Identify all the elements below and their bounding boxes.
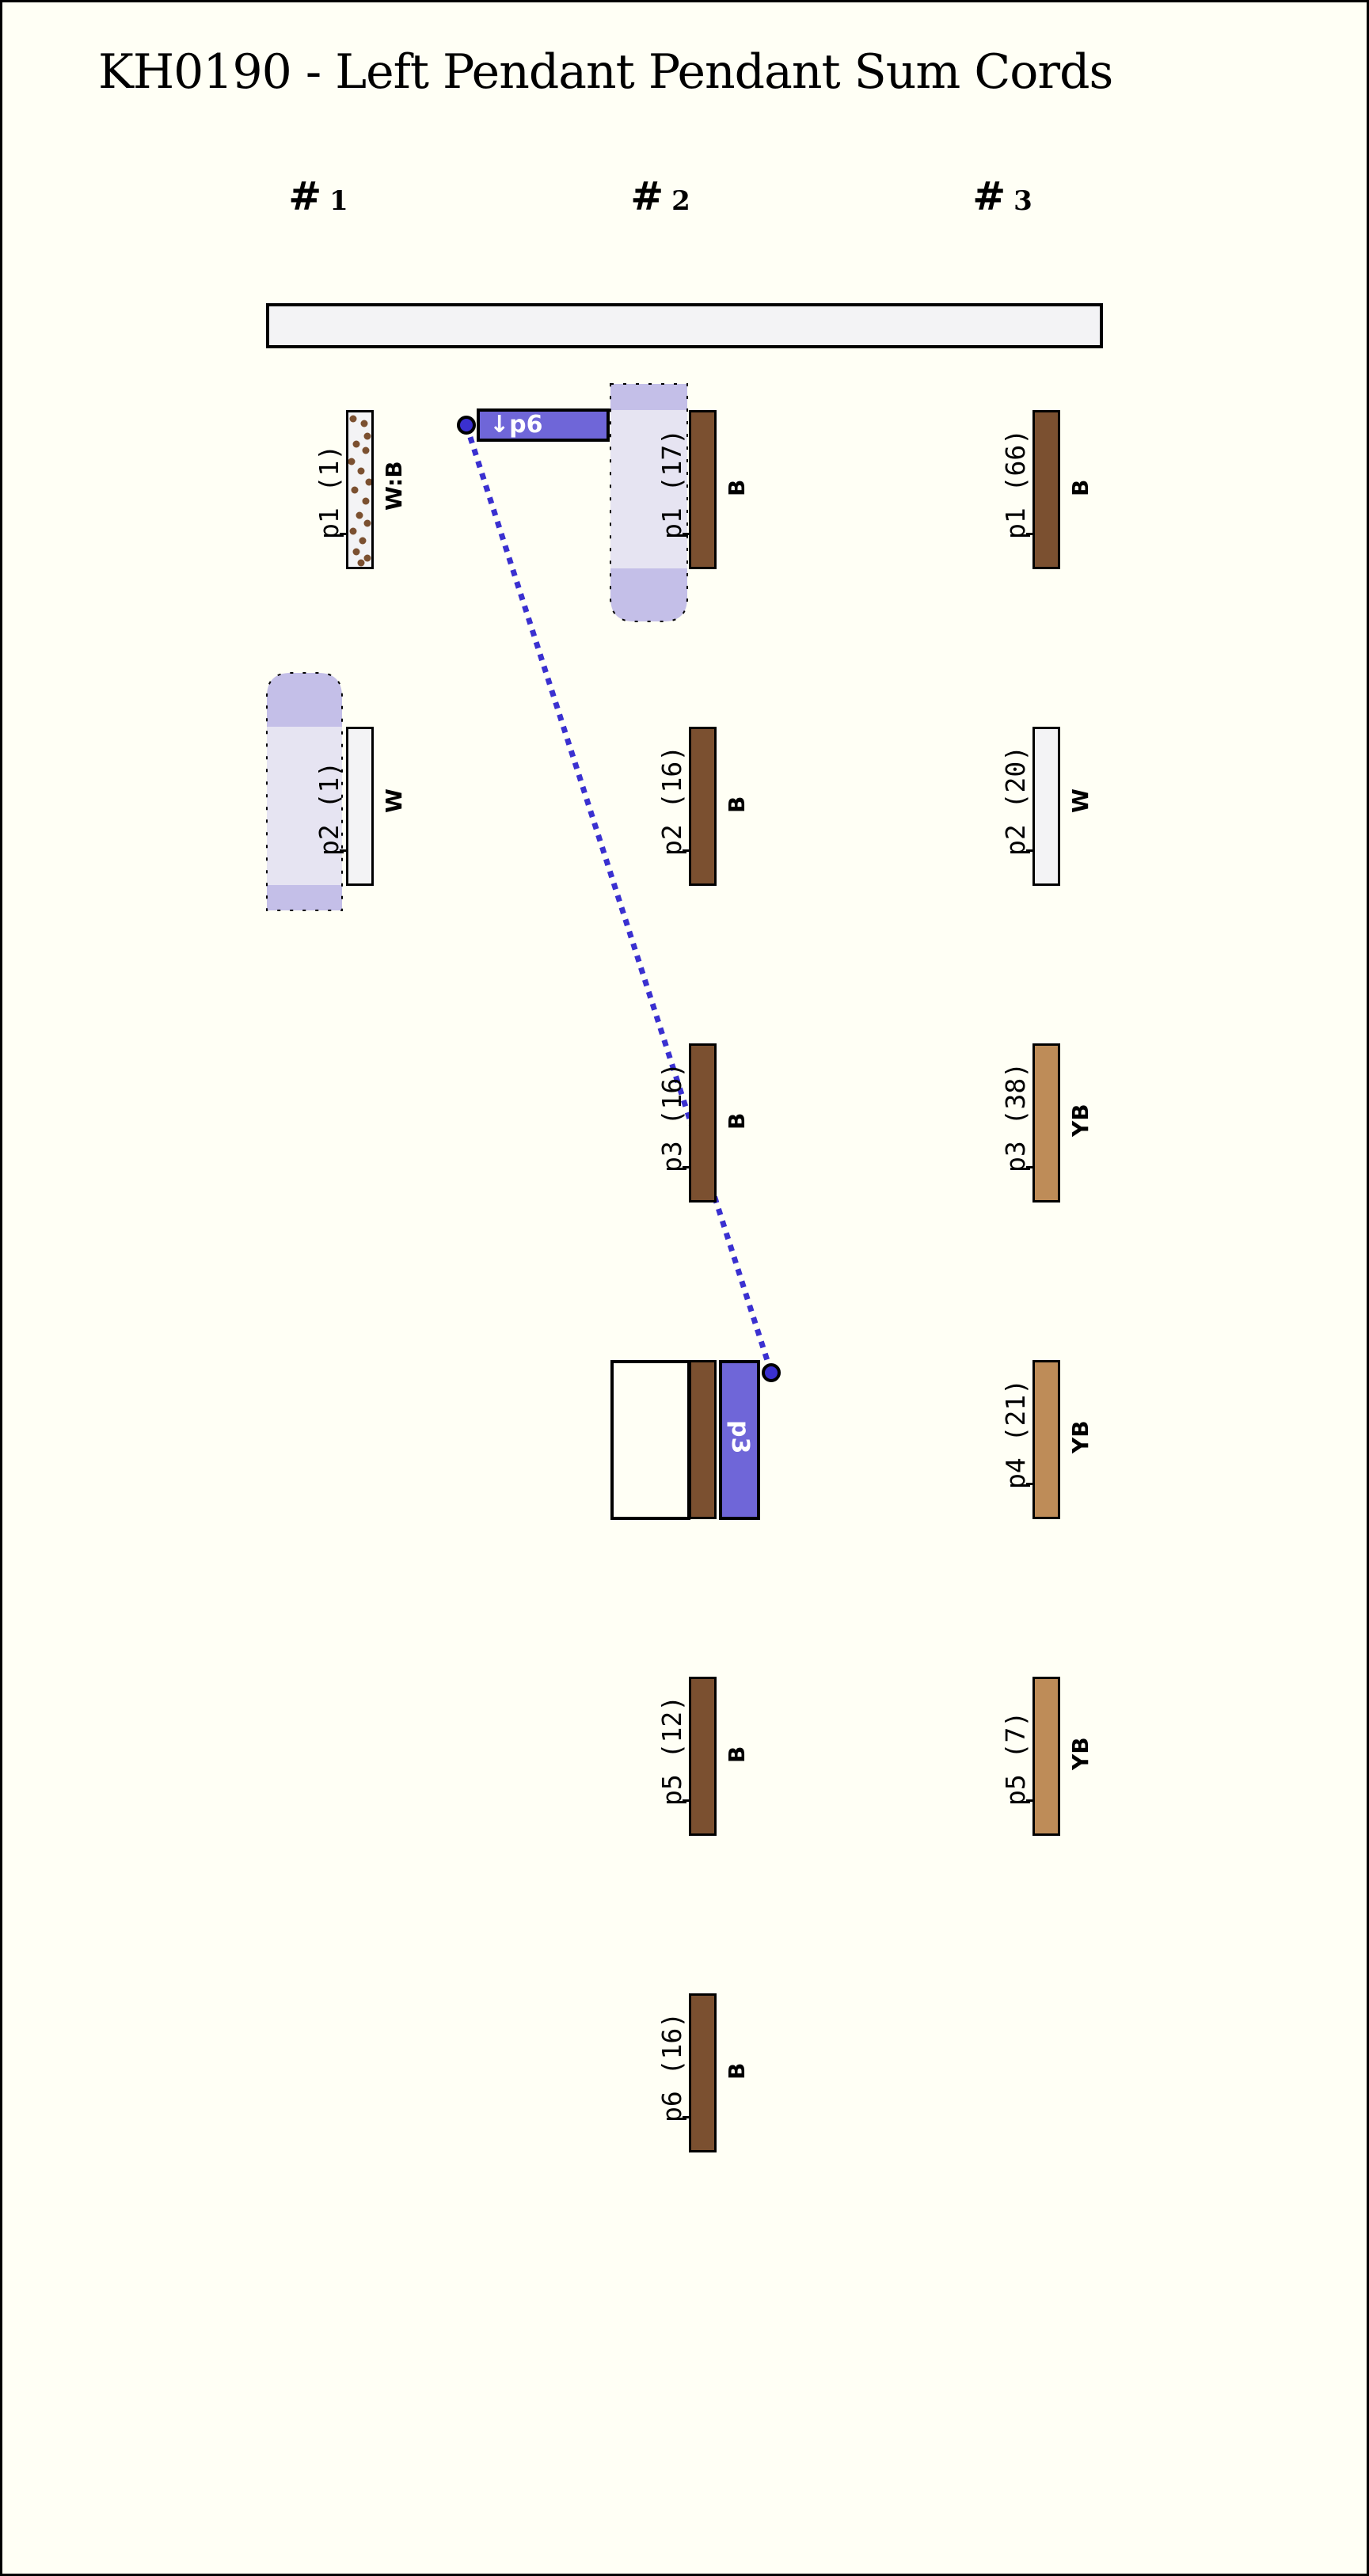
pendant-cord[interactable]	[1032, 1043, 1060, 1203]
mottle-spot	[365, 478, 371, 486]
color-code-label: W:B	[381, 461, 407, 511]
color-code-label: YB	[1067, 1737, 1093, 1770]
column-hash: #	[288, 173, 322, 219]
label-tick	[1026, 533, 1032, 535]
label-tick	[1026, 1799, 1032, 1802]
group-overlay-top-band	[610, 384, 687, 410]
group-overlay-top-band	[267, 673, 342, 727]
primary-cord-bar	[266, 303, 1103, 348]
color-code-label: W	[381, 788, 407, 813]
pendant-cord[interactable]	[1032, 727, 1060, 886]
pendant-cord[interactable]	[689, 1043, 717, 1203]
pendant-cord[interactable]	[689, 1677, 717, 1836]
group-overlay-bottom-band	[610, 568, 687, 621]
cord-label: p2 (16)	[656, 745, 687, 856]
column-header-3: #3	[939, 173, 1066, 219]
label-tick	[683, 2116, 689, 2118]
cord-label: p5 (7)	[1000, 1711, 1031, 1806]
cord-label: p3 (16)	[656, 1062, 687, 1172]
group-overlay-middle	[610, 410, 687, 568]
pendant-cord[interactable]	[1032, 1360, 1060, 1519]
column-hash: #	[972, 173, 1006, 219]
column-number: 3	[1013, 185, 1032, 217]
column-number: 1	[329, 185, 348, 217]
cord-label: p1 (17)	[656, 428, 687, 539]
label-tick	[1026, 849, 1032, 852]
cord-label: p1 (66)	[1000, 428, 1031, 539]
label-tick	[1026, 1166, 1032, 1168]
label-tick	[683, 533, 689, 535]
mottle-spot	[352, 548, 360, 556]
color-code-label: B	[724, 1112, 750, 1130]
cord-label: p4 (21)	[1000, 1378, 1031, 1489]
mottle-spot	[351, 486, 359, 494]
color-code-label: YB	[1067, 1104, 1093, 1137]
pendant-cord[interactable]	[689, 410, 717, 569]
pendant-cord[interactable]	[689, 1993, 717, 2152]
color-code-label: B	[724, 479, 750, 496]
cord-label: p6 (16)	[656, 2012, 687, 2122]
mottle-spot	[349, 527, 357, 535]
mottle-spot	[352, 440, 360, 448]
mottle-spot	[363, 519, 371, 527]
mottle-spot	[349, 415, 357, 423]
color-code-label: B	[724, 796, 750, 813]
label-tick	[683, 849, 689, 852]
column-header-2: #2	[597, 173, 724, 219]
cord-label: p2 (20)	[1000, 745, 1031, 856]
sum-group-box	[610, 1360, 690, 1520]
cord-label: p5 (12)	[656, 1695, 687, 1806]
color-code-label: B	[724, 2062, 750, 2080]
pendant-cord[interactable]	[689, 1360, 717, 1519]
sum-ref-box-top[interactable]: ↓p6	[477, 408, 610, 442]
mottle-spot	[357, 467, 365, 475]
mottle-spot	[362, 497, 370, 505]
mottle-spot	[357, 559, 365, 567]
cord-label: p1 (1)	[314, 444, 344, 539]
group-overlay-middle	[267, 727, 342, 885]
column-number: 2	[671, 185, 690, 217]
label-tick	[340, 533, 346, 535]
mottle-spot	[360, 420, 368, 427]
pendant-cord[interactable]	[346, 727, 374, 886]
group-overlay-col2-p1	[610, 383, 688, 622]
group-overlay-outline	[266, 672, 343, 911]
label-tick	[340, 849, 346, 852]
mottle-spot	[363, 432, 371, 440]
sum-ref-box-bottom[interactable]: p3	[719, 1360, 760, 1520]
mottle-spot	[363, 554, 371, 562]
label-tick	[683, 1799, 689, 1802]
mottle-spot	[359, 537, 367, 545]
group-overlay-col1-p2	[266, 672, 343, 911]
page-title: KH0190 - Left Pendant Pendant Sum Cords	[98, 44, 1113, 100]
sum-ref-label: ↓p6	[489, 411, 543, 439]
color-code-label: YB	[1067, 1420, 1093, 1453]
mottle-spot	[356, 511, 363, 519]
sum-ref-label: p3	[726, 1420, 754, 1454]
color-code-label: W	[1067, 788, 1093, 813]
pendant-cord[interactable]	[1032, 1677, 1060, 1836]
mottled-pattern	[348, 415, 371, 567]
label-tick	[683, 1166, 689, 1168]
cord-label: p3 (38)	[1000, 1062, 1031, 1172]
color-code-label: B	[1067, 479, 1093, 496]
column-hash: #	[630, 173, 664, 219]
pendant-cord[interactable]	[1032, 410, 1060, 569]
column-header-1: #1	[255, 173, 382, 219]
sum-link-line	[463, 424, 774, 1374]
cord-label: p2 (1)	[314, 761, 344, 856]
pendant-cord[interactable]	[689, 727, 717, 886]
group-overlay-bottom-band	[267, 885, 342, 910]
pendant-cord[interactable]	[346, 410, 374, 569]
mottle-spot	[348, 458, 356, 465]
label-tick	[1026, 1483, 1032, 1485]
color-code-label: B	[724, 1746, 750, 1763]
mottle-spot	[362, 446, 370, 454]
